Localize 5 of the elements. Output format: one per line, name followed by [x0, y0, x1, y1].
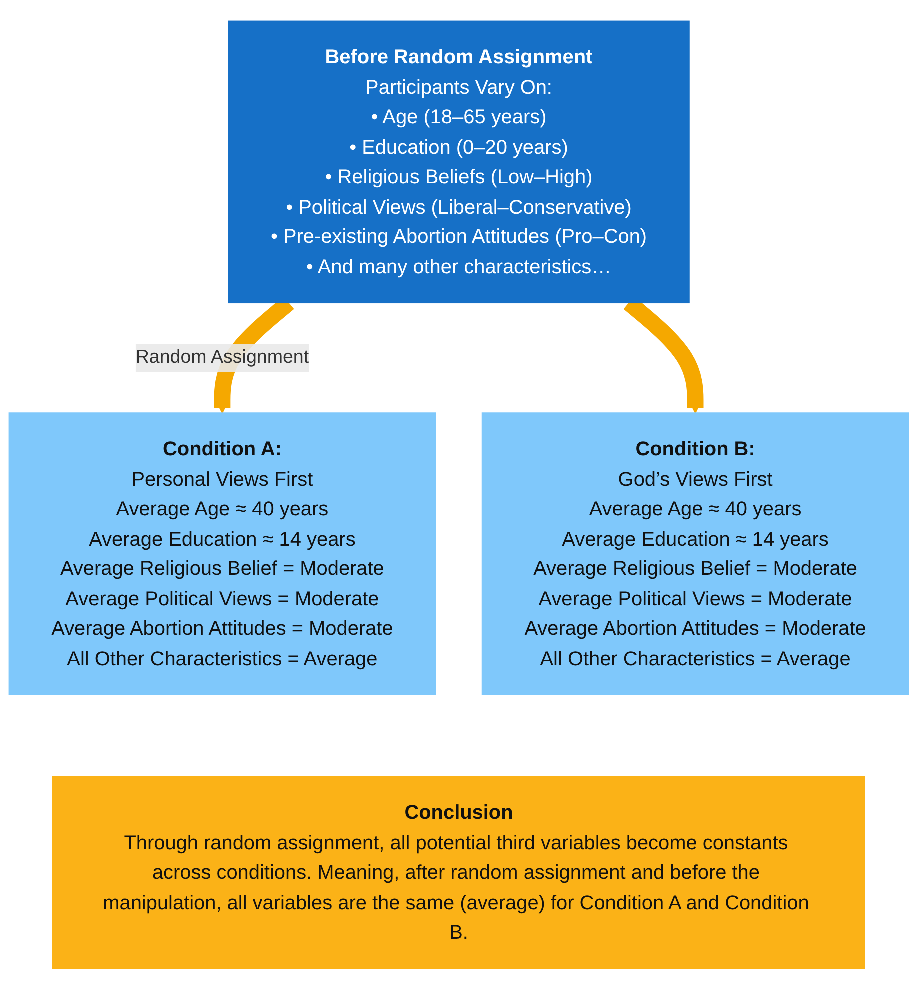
- node-box: Conclusion Through random assignment, all potential third variables become constants across conditions. Meaning, after random assignment and before the manipulation, all variables are the same (average) for Condition A and Condition B.: [52, 776, 866, 970]
- node-box: Before Random Assignment Participants Vary On: • Age (18–65 years) • Education (0–20 years) • Religious Beliefs (Low–High) • Political Views (Liberal–Conservative) • Pre-existing Abortion Attitudes (Pro–Con) • And many other characteristics…: [228, 21, 690, 304]
- edge-label: Random Assignment: [136, 348, 310, 368]
- node-box: Condition B: God’s Views First Average Age ≈ 40 years Average Education ≈ 14 years Average Religious Belief = Moderate Average Political Views = Moderate Average Abortion Attitudes = Moderate All Other Characteristics = Average: [482, 413, 910, 696]
- node-box: Condition A: Personal Views First Average Age ≈ 40 years Average Education ≈ 14 years Average Religious Belief = Moderate Average Political Views = Moderate Average Abortion Attitudes = Moderate All Other Characteristics = Average: [8, 413, 436, 696]
